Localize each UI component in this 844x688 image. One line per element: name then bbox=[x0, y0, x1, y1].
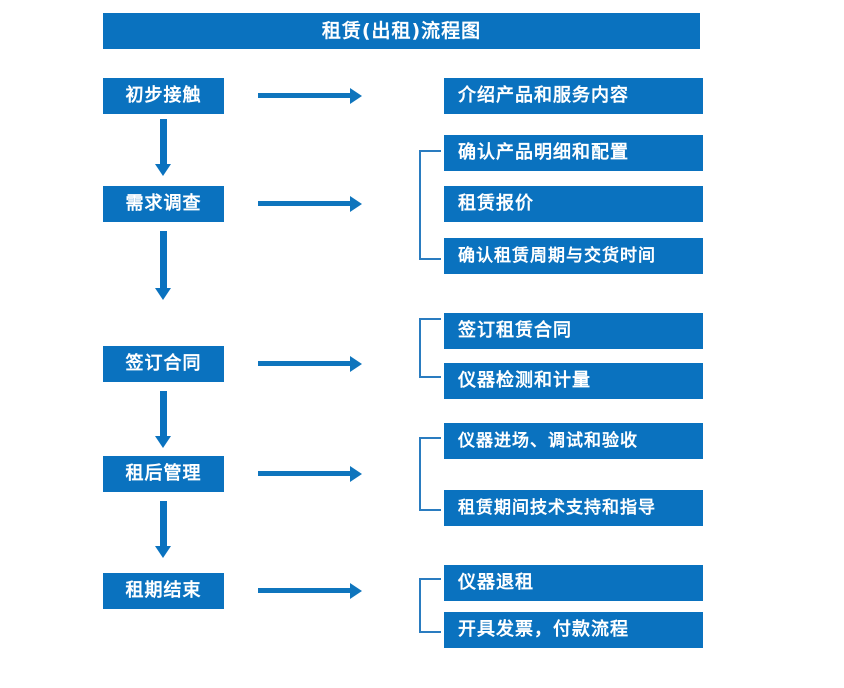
detail-box-5-1[interactable]: 仪器退租 bbox=[444, 565, 703, 601]
stage-box-3[interactable]: 签订合同 bbox=[103, 346, 224, 382]
detail-box-4-2[interactable]: 租赁期间技术支持和指导 bbox=[444, 490, 703, 526]
arrow-right-icon-1 bbox=[258, 87, 362, 104]
bracket-connector-4 bbox=[419, 437, 441, 511]
detail-box-3-1[interactable]: 签订租赁合同 bbox=[444, 313, 703, 349]
bracket-connector-5 bbox=[419, 578, 441, 633]
stage-box-5[interactable]: 租期结束 bbox=[103, 573, 224, 609]
detail-box-2-1[interactable]: 确认产品明细和配置 bbox=[444, 135, 703, 171]
detail-box-2-3[interactable]: 确认租赁周期与交货时间 bbox=[444, 238, 703, 274]
arrow-right-icon-5 bbox=[258, 582, 362, 599]
arrow-right-icon-3 bbox=[258, 355, 362, 372]
arrow-down-icon-4 bbox=[155, 501, 171, 558]
arrow-down-icon-3 bbox=[155, 391, 171, 448]
bracket-connector-2 bbox=[419, 150, 441, 260]
detail-box-5-2[interactable]: 开具发票，付款流程 bbox=[444, 612, 703, 648]
bracket-connector-3 bbox=[419, 318, 441, 378]
diagram-title: 租赁(出租)流程图 bbox=[103, 13, 700, 49]
detail-box-3-2[interactable]: 仪器检测和计量 bbox=[444, 363, 703, 399]
stage-box-4[interactable]: 租后管理 bbox=[103, 456, 224, 492]
stage-box-2[interactable]: 需求调查 bbox=[103, 186, 224, 222]
arrow-right-icon-2 bbox=[258, 195, 362, 212]
detail-box-4-1[interactable]: 仪器进场、调试和验收 bbox=[444, 423, 703, 459]
arrow-right-icon-4 bbox=[258, 465, 362, 482]
arrow-down-icon-2 bbox=[155, 231, 171, 300]
stage-box-1[interactable]: 初步接触 bbox=[103, 78, 224, 114]
arrow-down-icon-1 bbox=[155, 119, 171, 176]
detail-box-2-2[interactable]: 租赁报价 bbox=[444, 186, 703, 222]
detail-box-1-1[interactable]: 介绍产品和服务内容 bbox=[444, 78, 703, 114]
